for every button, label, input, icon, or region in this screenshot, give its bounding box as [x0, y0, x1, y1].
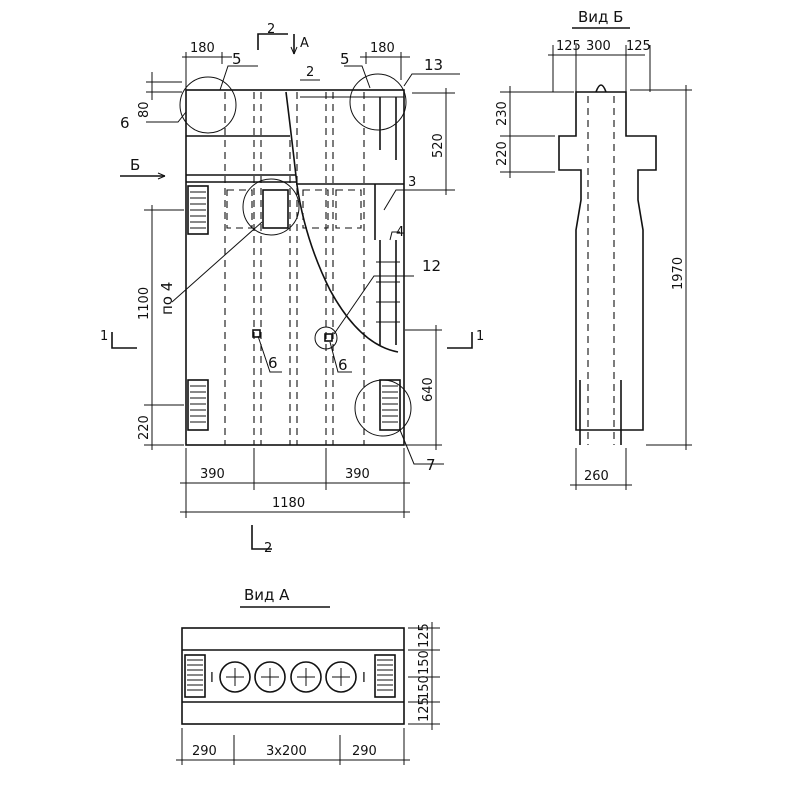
detail-circle — [242, 178, 300, 236]
view-b-arrow-label: Б — [130, 156, 140, 174]
callout-leaders — [146, 65, 460, 465]
callout-5-right: 5 — [340, 50, 350, 68]
dim-300: 300 — [586, 39, 611, 54]
callout-6-b: 6 — [338, 356, 348, 374]
view-a: Вид А I I 290 3x200 290 125 150 150 125 — [176, 586, 440, 765]
dim-230: 230 — [495, 101, 510, 126]
dim-1970: 1970 — [671, 257, 686, 290]
view-a-arrow-label: А — [300, 36, 309, 51]
dim-390-left: 390 — [200, 467, 225, 482]
dim-290-right: 290 — [352, 744, 377, 759]
dimension-lines — [144, 52, 455, 518]
ducts-hidden-lines — [224, 92, 365, 445]
callout-6-left: 6 — [120, 114, 130, 132]
dim-520: 520 — [431, 133, 446, 158]
panel-outline — [185, 89, 405, 446]
view-a-title: Вид А — [244, 586, 290, 604]
view-b-profile — [558, 91, 657, 431]
dim-125-right: 125 — [626, 39, 651, 54]
detail-circle — [179, 76, 237, 134]
dim-390-right: 390 — [345, 467, 370, 482]
dim-1180: 1180 — [272, 496, 305, 511]
dim-125-top: 125 — [417, 623, 432, 648]
callout-po-4: по 4 — [158, 282, 176, 315]
view-a-dimensions — [176, 622, 440, 765]
embedded-part — [252, 329, 261, 338]
dim-220: 220 — [495, 141, 510, 166]
dim-125-bottom: 125 — [417, 697, 432, 722]
duct-circles — [219, 661, 357, 693]
section-1-right: 1 — [476, 329, 484, 344]
section-1-left: 1 — [100, 329, 108, 344]
cutaway-line — [285, 91, 399, 353]
view-b: Вид Б 125 300 125 230 220 1970 260 — [495, 8, 692, 490]
dim-220: 220 — [137, 415, 152, 440]
view-b-dimensions — [500, 45, 692, 490]
callout-12: 12 — [422, 257, 441, 275]
dim-150-bottom: 150 — [417, 675, 432, 700]
dim-260: 260 — [584, 469, 609, 484]
callout-4: 4 — [396, 225, 404, 240]
dim-1100: 1100 — [137, 287, 152, 320]
section-marker-right: I — [362, 671, 366, 686]
detail-circle — [354, 379, 412, 437]
callout-2: 2 — [306, 65, 314, 80]
dim-180-left: 180 — [190, 41, 215, 56]
dim-290-left: 290 — [192, 744, 217, 759]
detail-circle — [349, 73, 407, 131]
dim-3x200: 3x200 — [266, 744, 307, 759]
callout-5-left: 5 — [232, 50, 242, 68]
view-b-title: Вид Б — [578, 8, 623, 26]
section-marker-left: I — [210, 671, 214, 686]
section-2-bottom: 2 — [264, 541, 272, 556]
callout-6-a: 6 — [268, 354, 278, 372]
section-2-label: 2 — [267, 22, 275, 37]
main-view: 2 А Б 1 1 2 180 180 80 520 1100 220 640 … — [100, 22, 484, 556]
embedded-part — [324, 333, 333, 342]
rebar-ladder — [376, 240, 400, 345]
view-a-outline — [181, 627, 405, 725]
dim-640: 640 — [421, 377, 436, 402]
detail-circle — [314, 326, 338, 350]
callout-3: 3 — [408, 175, 416, 190]
dim-80: 80 — [137, 101, 152, 118]
dim-125-left: 125 — [556, 39, 581, 54]
callout-7: 7 — [426, 456, 436, 474]
dim-180-right: 180 — [370, 41, 395, 56]
callout-13: 13 — [424, 56, 443, 74]
lifting-pockets — [187, 185, 401, 431]
dim-150-top: 150 — [417, 650, 432, 675]
